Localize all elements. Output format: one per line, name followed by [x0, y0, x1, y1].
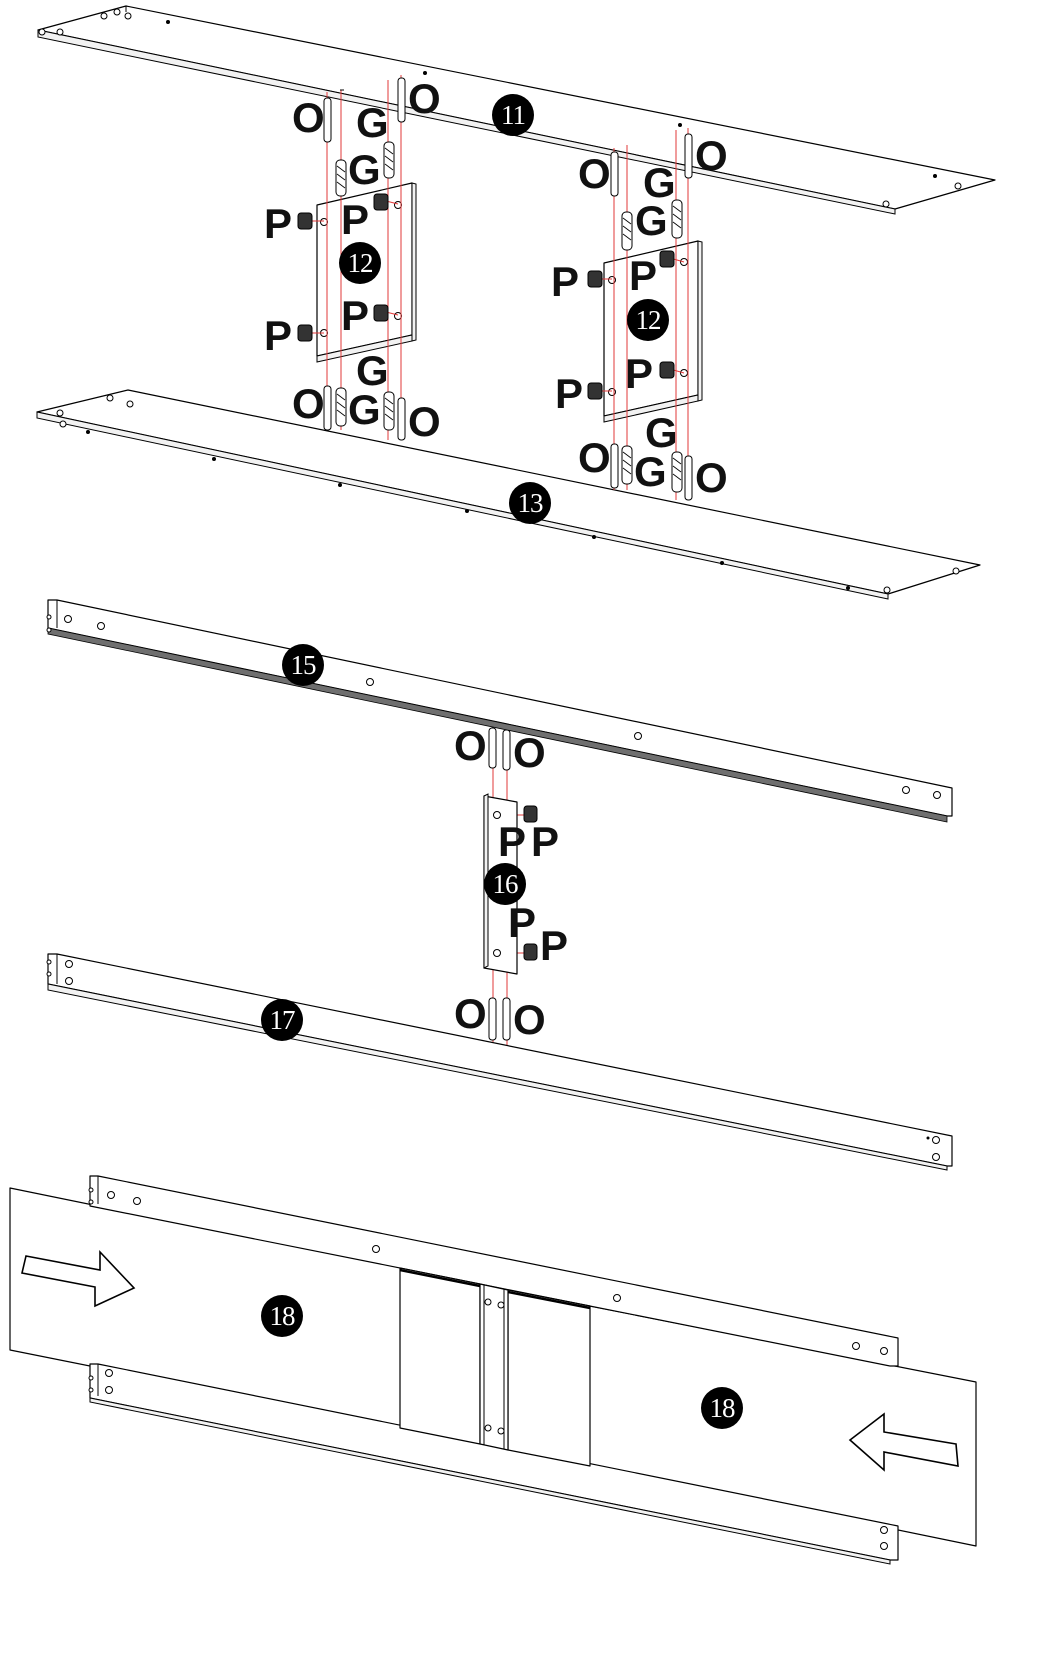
- label-p: P: [341, 196, 369, 243]
- part-number-15: 15: [291, 650, 317, 680]
- rail-17: [46, 953, 953, 1171]
- part-number-11: 11: [501, 100, 525, 130]
- label-p: P: [629, 252, 657, 299]
- label-p: P: [341, 292, 369, 339]
- label-o: O: [454, 990, 487, 1037]
- label-p: P: [264, 200, 292, 247]
- label-p: P: [540, 922, 568, 969]
- label-o: O: [408, 75, 441, 122]
- hardware-letters: O O G G P P P P G O G O O O G G P P P P …: [264, 75, 728, 1043]
- badge-part-15: 15: [282, 644, 324, 686]
- rail-15: [46, 599, 953, 823]
- label-p: P: [551, 258, 579, 305]
- badge-part-18-left: 18: [261, 1295, 303, 1337]
- label-o: O: [292, 380, 325, 427]
- label-o: O: [513, 729, 546, 776]
- badge-part-16: 16: [484, 863, 526, 905]
- part-number-12: 12: [636, 305, 662, 335]
- panel-13: [36, 389, 981, 600]
- label-o: O: [578, 150, 611, 197]
- badge-part-12-right: 12: [627, 299, 669, 341]
- part-number-17: 17: [270, 1005, 296, 1035]
- label-o: O: [578, 434, 611, 481]
- label-g: G: [356, 347, 389, 394]
- badge-part-17: 17: [261, 999, 303, 1041]
- label-g: G: [645, 409, 678, 456]
- label-p: P: [508, 899, 536, 946]
- badge-part-18-right: 18: [701, 1387, 743, 1429]
- badge-part-13: 13: [509, 482, 551, 524]
- badge-part-12-left: 12: [339, 242, 381, 284]
- left-pointing-arrow-icon: [848, 1412, 959, 1472]
- label-p: P: [555, 370, 583, 417]
- part-number-18: 18: [710, 1393, 736, 1423]
- part-number-18: 18: [270, 1301, 296, 1331]
- cam-locks: [297, 193, 675, 961]
- label-o: O: [695, 454, 728, 501]
- right-pointing-arrow-icon: [21, 1249, 136, 1308]
- label-o: O: [513, 996, 546, 1043]
- label-o: O: [454, 722, 487, 769]
- label-g: G: [635, 197, 668, 244]
- label-p: P: [625, 350, 653, 397]
- label-p: P: [531, 818, 559, 865]
- badge-part-11: 11: [492, 94, 534, 136]
- part-number-16: 16: [493, 869, 519, 899]
- dowels: [323, 77, 693, 1041]
- part-number-13: 13: [518, 488, 544, 518]
- label-g: G: [643, 159, 676, 206]
- label-g: G: [634, 448, 667, 495]
- bottom-assembly: [9, 1175, 977, 1565]
- label-p: P: [498, 818, 526, 865]
- label-o: O: [408, 398, 441, 445]
- label-o: O: [292, 94, 325, 141]
- part-number-12: 12: [348, 248, 374, 278]
- label-o: O: [695, 132, 728, 179]
- label-g: G: [348, 386, 381, 433]
- label-p: P: [264, 312, 292, 359]
- label-g: G: [348, 146, 381, 193]
- label-g: G: [356, 99, 389, 146]
